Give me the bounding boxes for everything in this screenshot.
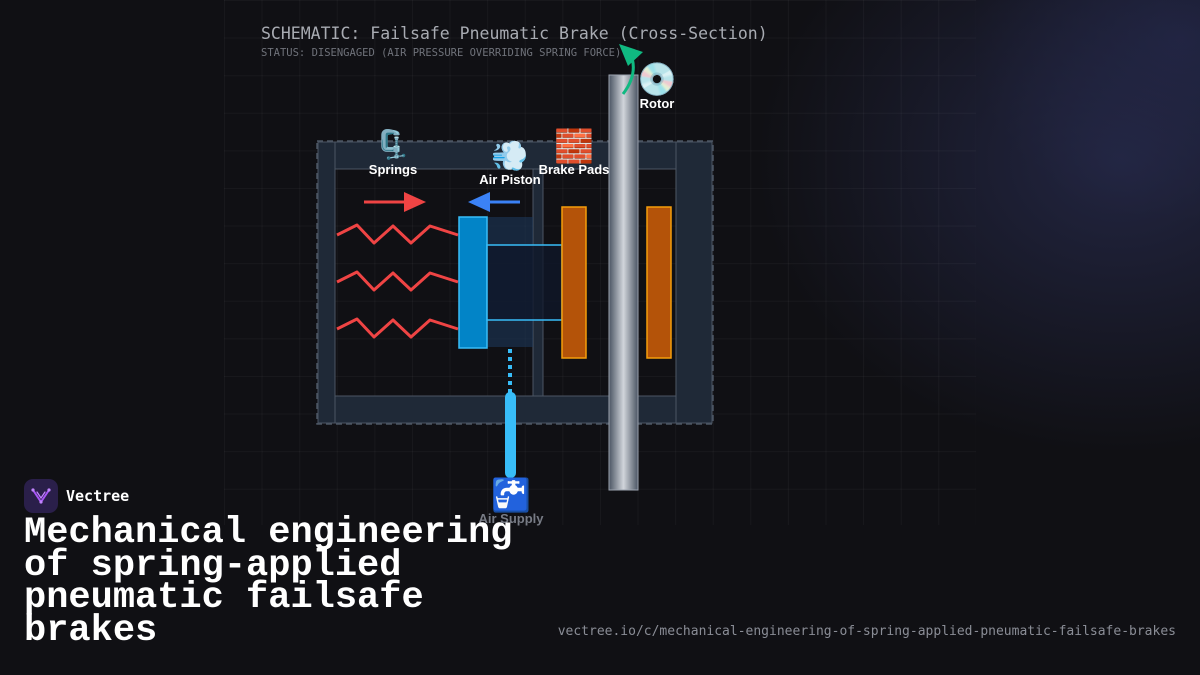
page-headline: Mechanical engineering of spring-applied… — [24, 512, 513, 652]
housing-left-wall — [317, 141, 336, 424]
springs-icon: 🗜️ — [375, 128, 410, 161]
piston-rod — [486, 244, 563, 321]
brake-pad-right — [646, 206, 672, 359]
vectree-logo-icon — [24, 479, 58, 513]
brand[interactable]: Vectree — [24, 479, 129, 513]
air-force-arrow-head — [468, 192, 490, 212]
brake-pad-left — [561, 206, 587, 359]
rotor-icon: 💿 — [637, 60, 677, 98]
brake-pads-label: Brake Pads — [539, 162, 610, 177]
air-piston-icon: 💨 — [491, 139, 528, 174]
rotor-rotation-arrow-head — [619, 44, 643, 66]
blueprint-grid — [224, 0, 976, 525]
spring-middle — [336, 270, 459, 292]
brake-pads-icon: 🧱 — [554, 127, 594, 165]
air-piston-label: Air Piston — [479, 172, 540, 187]
air-supply-pipe — [505, 392, 516, 478]
rotor-disc — [608, 74, 639, 491]
page-url[interactable]: vectree.io/c/mechanical-engineering-of-s… — [557, 624, 1176, 639]
brand-name: Vectree — [66, 487, 130, 505]
status-text: STATUS: DISENGAGED (AIR PRESSURE OVERRID… — [261, 47, 621, 59]
spring-bottom — [336, 317, 459, 339]
piston-head — [458, 216, 488, 349]
spring-force-arrow-head — [404, 192, 426, 212]
housing-right-wall — [675, 141, 713, 424]
rotor-label: Rotor — [640, 96, 675, 111]
air-supply-icon: 🚰 — [491, 476, 531, 514]
schematic-title: SCHEMATIC: Failsafe Pneumatic Brake (Cro… — [261, 24, 768, 43]
spring-top — [336, 223, 459, 245]
springs-label: Springs — [369, 162, 417, 177]
air-supply-label: Air Supply — [478, 511, 544, 526]
